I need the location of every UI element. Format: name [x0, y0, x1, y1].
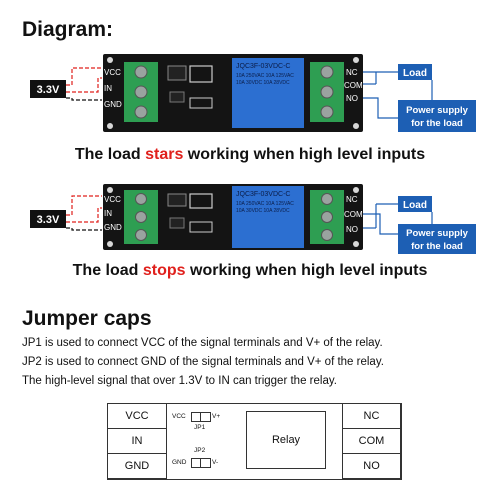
caption-1-highlight: stars — [145, 146, 184, 163]
caption-2-highlight: stops — [142, 262, 186, 279]
power-label-2: for the load — [411, 241, 463, 252]
voltage-box — [30, 80, 66, 98]
pin-com: COM — [344, 81, 363, 90]
pin-gnd: GND — [104, 100, 122, 109]
relay-print: JQC3F-03VDC-C — [236, 191, 290, 198]
pin-vcc: VCC — [104, 68, 121, 77]
pin-no: NO — [346, 225, 358, 234]
jumper-desc-2: JP2 is used to connect GND of the signal… — [22, 356, 384, 368]
relay-diagram-1: 3.3V VCC IN GND JQC3F-03VDC-C 10A 250VAC… — [30, 54, 476, 132]
table-gnd: GND — [107, 453, 167, 479]
jp2-left: GND — [172, 459, 187, 466]
jp1-right: V+ — [212, 413, 221, 420]
jp2-right: V- — [212, 459, 219, 466]
pin-no: NO — [346, 94, 358, 103]
jumper-desc-1: JP1 is used to connect VCC of the signal… — [22, 337, 383, 349]
relay-spec-1: 10A 250VAC 10A 125VAC — [236, 73, 294, 79]
voltage-label: 3.3V — [37, 214, 60, 226]
jumper-desc-3: The high-level signal that over 1.3V to … — [22, 375, 337, 387]
load-box — [398, 196, 432, 212]
pin-gnd: GND — [104, 223, 122, 232]
relay-print: JQC3F-03VDC-C — [236, 63, 290, 70]
diagram-title: Diagram: — [22, 18, 114, 41]
load-label: Load — [403, 68, 427, 79]
pin-nc: NC — [346, 68, 358, 77]
relay-spec-1: 10A 250VAC 10A 125VAC — [236, 201, 294, 207]
pin-nc: NC — [346, 195, 358, 204]
jp1-left: VCC — [172, 413, 186, 420]
pin-vcc: VCC — [104, 195, 121, 204]
power-supply-box — [398, 224, 476, 254]
relay-spec-2: 10A 30VDC 10A 28VDC — [236, 208, 290, 214]
caption-1: The load stars working when high level i… — [0, 146, 500, 164]
table-nc: NC — [342, 403, 401, 429]
jp2-jumper — [191, 458, 211, 468]
jp2-label: JP2 — [194, 447, 206, 454]
caption-1-post: working when high level inputs — [183, 146, 426, 163]
table-in: IN — [107, 428, 167, 454]
power-label-2: for the load — [411, 118, 463, 129]
caption-1-pre: The load — [74, 146, 146, 163]
relay-diagram-2: 3.3V VCC IN GND JQC3F-03VDC-C 10A 250VAC… — [30, 184, 476, 254]
pin-in: IN — [104, 84, 112, 93]
pin-com: COM — [344, 210, 363, 219]
load-label: Load — [403, 200, 427, 211]
power-label-1: Power supply — [406, 105, 468, 116]
voltage-label: 3.3V — [37, 84, 60, 96]
jp1-jumper — [191, 412, 211, 422]
table-relay: Relay — [246, 411, 326, 469]
power-label-1: Power supply — [406, 228, 468, 239]
relay-block — [232, 186, 304, 248]
table-vcc: VCC — [107, 403, 167, 429]
load-box — [398, 64, 432, 80]
relay-spec-2: 10A 30VDC 10A 28VDC — [236, 80, 290, 86]
table-com: COM — [342, 428, 401, 454]
caption-2: The load stops working when high level i… — [0, 262, 500, 280]
voltage-box — [30, 210, 66, 228]
jumper-title: Jumper caps — [22, 307, 152, 330]
pin-in: IN — [104, 209, 112, 218]
caption-2-pre: The load — [72, 262, 143, 279]
caption-2-post: working when high level inputs — [185, 262, 428, 279]
table-no: NO — [342, 453, 401, 479]
jp1-label: JP1 — [194, 424, 206, 431]
relay-block — [232, 58, 304, 128]
power-supply-box — [398, 100, 476, 132]
